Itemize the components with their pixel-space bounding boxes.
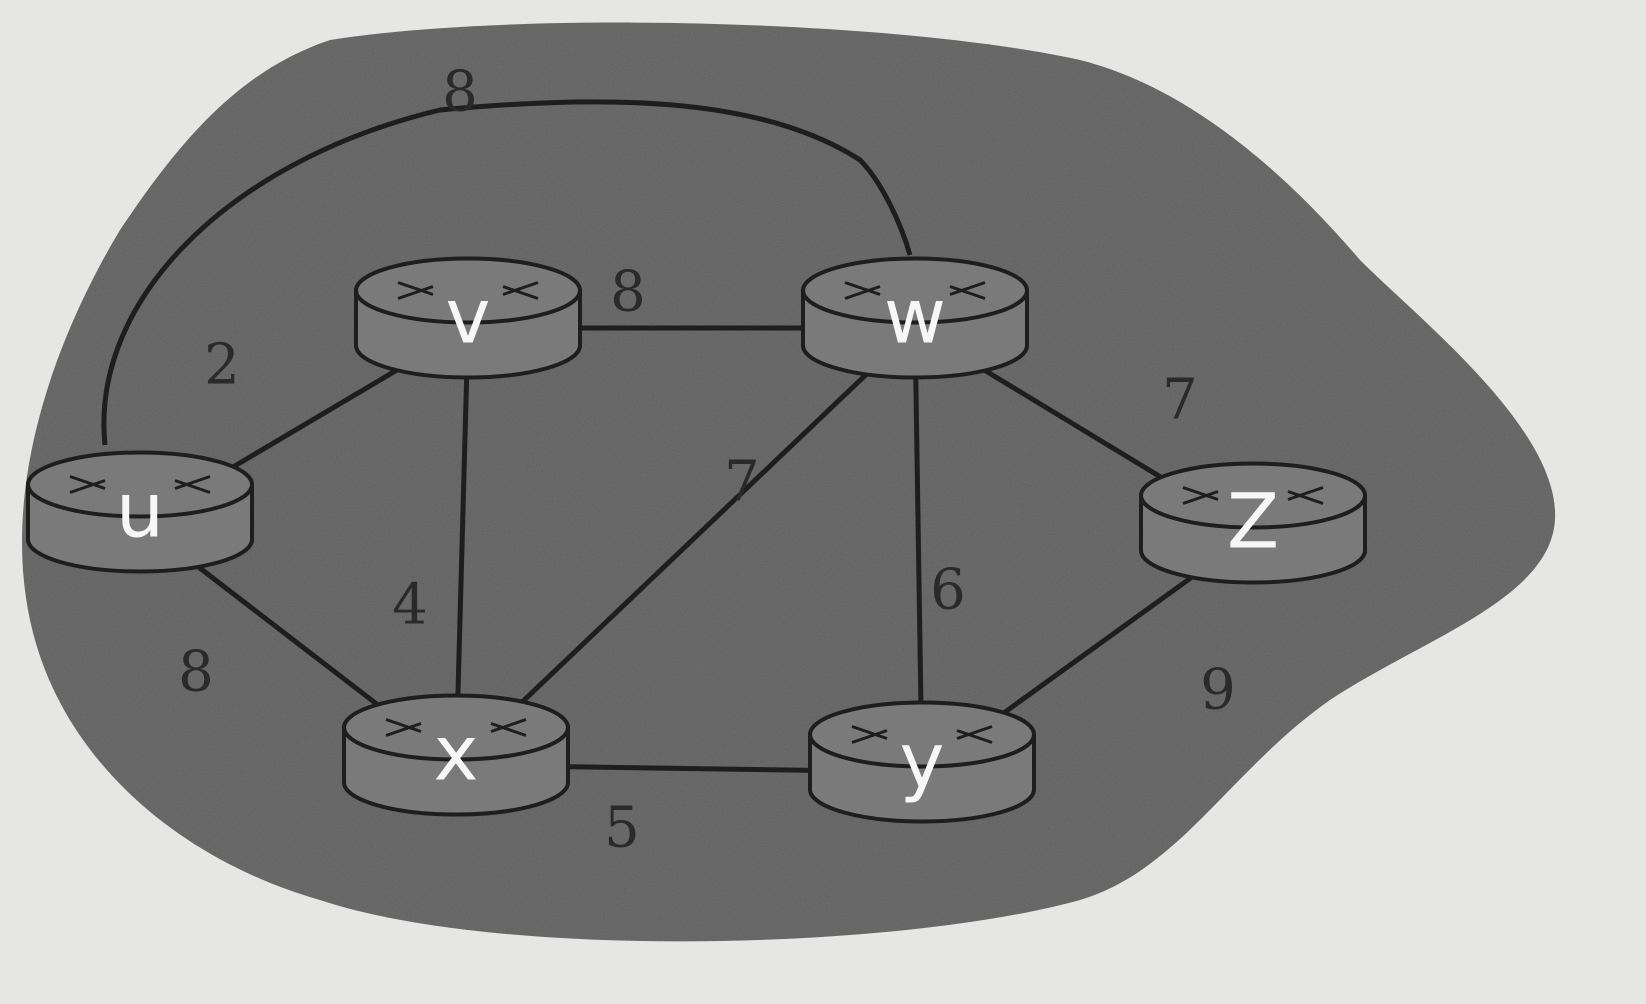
edge-weight-w-y: 6 bbox=[930, 558, 966, 623]
edge-u-w bbox=[101, 99, 913, 446]
weights-layer: 8 2 8 8 4 7 7 6 5 9 bbox=[178, 60, 1236, 861]
router-label-w: w bbox=[884, 272, 946, 361]
router-w: w bbox=[801, 256, 1029, 380]
router-arrow-mark bbox=[956, 729, 993, 744]
router-arrow-mark bbox=[1287, 490, 1324, 505]
edge-weight-x-y: 5 bbox=[604, 796, 640, 861]
router-arrow-mark bbox=[397, 281, 434, 296]
edge-weight-u-v: 2 bbox=[204, 333, 240, 398]
router-arrow-mark bbox=[502, 281, 539, 296]
router-arrow-mark bbox=[174, 475, 211, 490]
router-arrow-mark bbox=[1182, 490, 1219, 505]
router-arrow-mark bbox=[844, 281, 881, 296]
router-label-v: v bbox=[446, 272, 491, 361]
router-arrow-mark bbox=[69, 475, 106, 490]
router-v: v bbox=[354, 256, 582, 380]
router-u: u bbox=[26, 450, 254, 574]
edge-weight-u-w: 8 bbox=[442, 60, 478, 125]
router-arrow-mark bbox=[490, 718, 527, 733]
edge-weight-u-x: 8 bbox=[178, 640, 214, 705]
edge-w-y bbox=[912, 327, 925, 773]
router-arrow-mark bbox=[851, 725, 888, 740]
edge-v-x bbox=[453, 327, 471, 766]
router-top bbox=[801, 256, 1029, 325]
router-arrow-mark bbox=[490, 722, 527, 737]
router-arrow-mark bbox=[844, 285, 881, 300]
router-label-u: u bbox=[116, 466, 164, 555]
edge-w-x bbox=[454, 326, 917, 767]
router-arrow-mark bbox=[69, 479, 106, 494]
edge-weight-w-x: 7 bbox=[724, 450, 760, 515]
router-arrow-mark bbox=[385, 718, 422, 733]
edge-weight-v-x: 4 bbox=[392, 573, 428, 638]
router-arrow-mark bbox=[949, 285, 986, 300]
router-top bbox=[808, 700, 1036, 769]
nodes-layer: u v w x y Z bbox=[26, 256, 1367, 824]
edge-weight-w-z: 7 bbox=[1162, 368, 1198, 433]
router-top bbox=[354, 256, 582, 325]
router-z: Z bbox=[1139, 461, 1367, 585]
router-label-x: x bbox=[434, 709, 479, 798]
router-arrow-mark bbox=[949, 281, 986, 296]
router-top bbox=[342, 693, 570, 762]
router-label-z: Z bbox=[1227, 477, 1279, 566]
router-arrow-mark bbox=[851, 729, 888, 744]
edge-weight-y-z: 9 bbox=[1200, 658, 1236, 723]
router-arrow-mark bbox=[1287, 486, 1324, 501]
router-arrow-mark bbox=[1182, 486, 1219, 501]
router-arrow-mark bbox=[397, 285, 434, 300]
router-label-y: y bbox=[900, 716, 945, 805]
router-arrow-mark bbox=[385, 722, 422, 737]
edge-weight-v-w: 8 bbox=[610, 260, 646, 325]
router-top bbox=[26, 450, 254, 519]
router-x: x bbox=[342, 693, 570, 817]
router-y: y bbox=[808, 700, 1036, 824]
router-arrow-mark bbox=[174, 479, 211, 494]
router-arrow-mark bbox=[502, 285, 539, 300]
router-arrow-mark bbox=[956, 725, 993, 740]
router-top bbox=[1139, 461, 1367, 530]
